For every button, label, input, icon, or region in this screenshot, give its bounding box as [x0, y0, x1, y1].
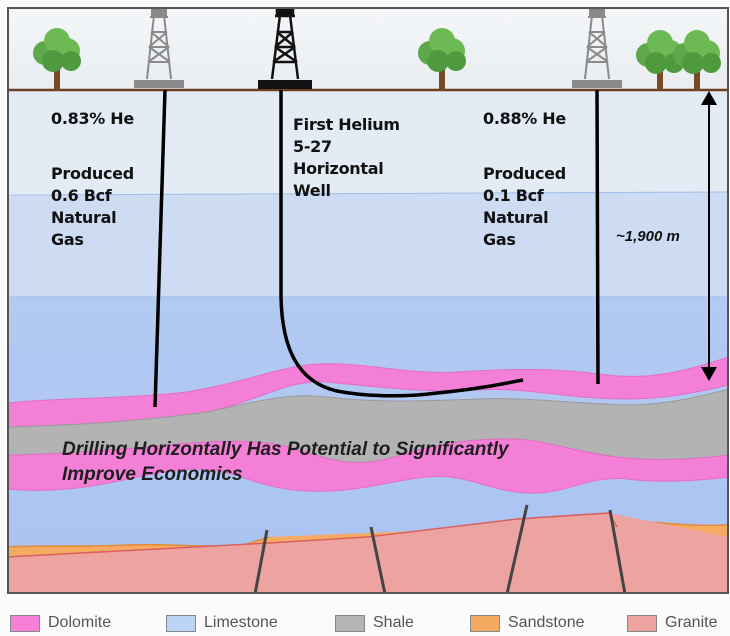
derrick-icon	[258, 7, 312, 89]
legend-label: Granite	[665, 614, 718, 631]
legend-swatch	[10, 614, 40, 632]
well-left-helium: 0.83% He	[51, 109, 134, 128]
diagram-border	[7, 7, 729, 594]
fault-line	[505, 504, 529, 594]
fault-line	[608, 509, 627, 594]
tree-icon	[33, 28, 81, 90]
sky	[7, 7, 729, 90]
tree-icon	[673, 30, 721, 90]
legend-item-granite: Granite	[627, 612, 717, 634]
wellbore-left	[153, 89, 167, 408]
well-left-production: Produced 0.6 Bcf Natural Gas	[51, 164, 134, 249]
well-right-production: Produced 0.1 Bcf Natural Gas	[483, 164, 566, 249]
granite-layer	[7, 513, 729, 594]
legend-swatch	[166, 614, 196, 632]
wellbore-horizontal	[279, 90, 524, 398]
legend-item-shale: Shale	[335, 612, 414, 634]
depth-label: ~1,900 m	[616, 228, 680, 245]
dolomite-lower	[7, 438, 729, 494]
derrick-icon	[134, 9, 184, 88]
tree-icon	[418, 28, 466, 90]
depth-arrow	[701, 91, 717, 381]
legend-swatch	[627, 614, 657, 632]
legend: Dolomite Limestone Shale Sandstone Grani…	[0, 612, 730, 634]
derrick-icon	[572, 9, 622, 88]
geology-cross-section	[7, 7, 729, 594]
layer-upper	[7, 90, 729, 194]
fault-line	[369, 526, 387, 594]
headline: Drilling Horizontally Has Potential to S…	[62, 439, 509, 485]
tree-icon	[636, 30, 684, 90]
legend-label: Limestone	[204, 614, 278, 631]
legend-item-sandstone: Sandstone	[470, 612, 585, 634]
legend-swatch	[470, 614, 500, 632]
legend-swatch	[335, 614, 365, 632]
legend-label: Shale	[373, 614, 414, 631]
legend-item-dolomite: Dolomite	[10, 612, 111, 634]
legend-label: Dolomite	[48, 614, 112, 631]
well-center-label: First Helium 5-27 Horizontal Well	[293, 115, 400, 200]
legend-label: Sandstone	[508, 614, 585, 631]
fault-line	[253, 529, 269, 594]
legend-item-limestone: Limestone	[166, 612, 278, 634]
wellbore-right	[595, 89, 600, 385]
layer-mid	[7, 192, 729, 297]
well-right-helium: 0.88% He	[483, 109, 566, 128]
